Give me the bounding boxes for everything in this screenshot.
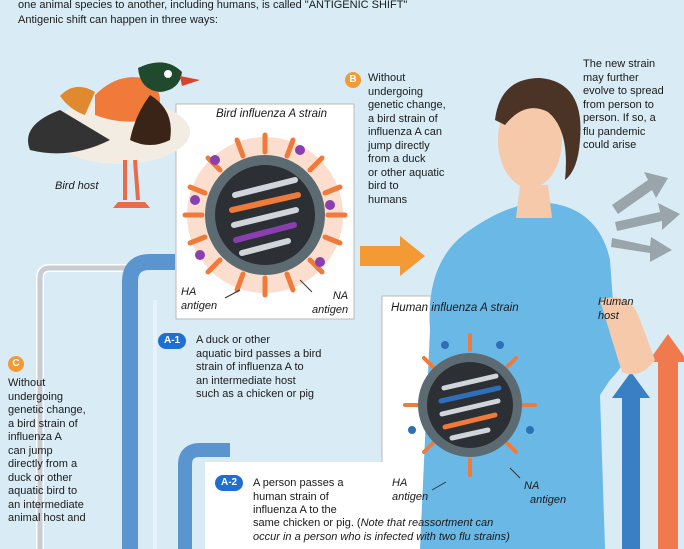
bird-illustration (28, 62, 200, 208)
path-b-arrow-head (400, 236, 425, 276)
human-na-antigen-label: NA antigen (524, 480, 566, 507)
path-a1-text: A duck or other aquatic bird passes a bi… (196, 334, 371, 402)
path-a2-text-note: same chicken or pig. (Note that reassort… (253, 517, 573, 544)
right-blue-arrow-shaft (622, 395, 640, 549)
path-b-text: Without undergoing genetic change, a bir… (368, 72, 468, 207)
path-c-text: Without undergoing genetic change, a bir… (8, 377, 113, 526)
path-b-badge: B (345, 72, 361, 88)
bird-virus (185, 135, 345, 295)
path-a2-badge: A-2 (215, 475, 243, 491)
bird-na-antigen-label: NA antigen (312, 290, 348, 317)
path-b-arrow-shaft (360, 246, 402, 266)
right-orange-arrow-shaft (658, 360, 678, 549)
human-strain-title: Human influenza A strain (391, 302, 519, 314)
new-strain-text: The new strain may further evolve to spr… (583, 58, 683, 153)
pandemic-arrows (611, 172, 680, 262)
path-c-badge: C (8, 356, 24, 372)
bird-ha-antigen-label: HA antigen (181, 286, 217, 313)
path-a2-text-block: A person passes a human strain of influe… (253, 477, 368, 518)
bird-host-label: Bird host (55, 180, 98, 194)
right-blue-arrow-head (612, 372, 650, 398)
bird-strain-title: Bird influenza A strain (216, 108, 327, 120)
path-a1-arrow (130, 262, 175, 549)
human-ha-antigen-label: HA antigen (392, 477, 428, 504)
path-a1-badge: A-1 (158, 333, 186, 349)
human-host-label: Human host (598, 296, 633, 323)
